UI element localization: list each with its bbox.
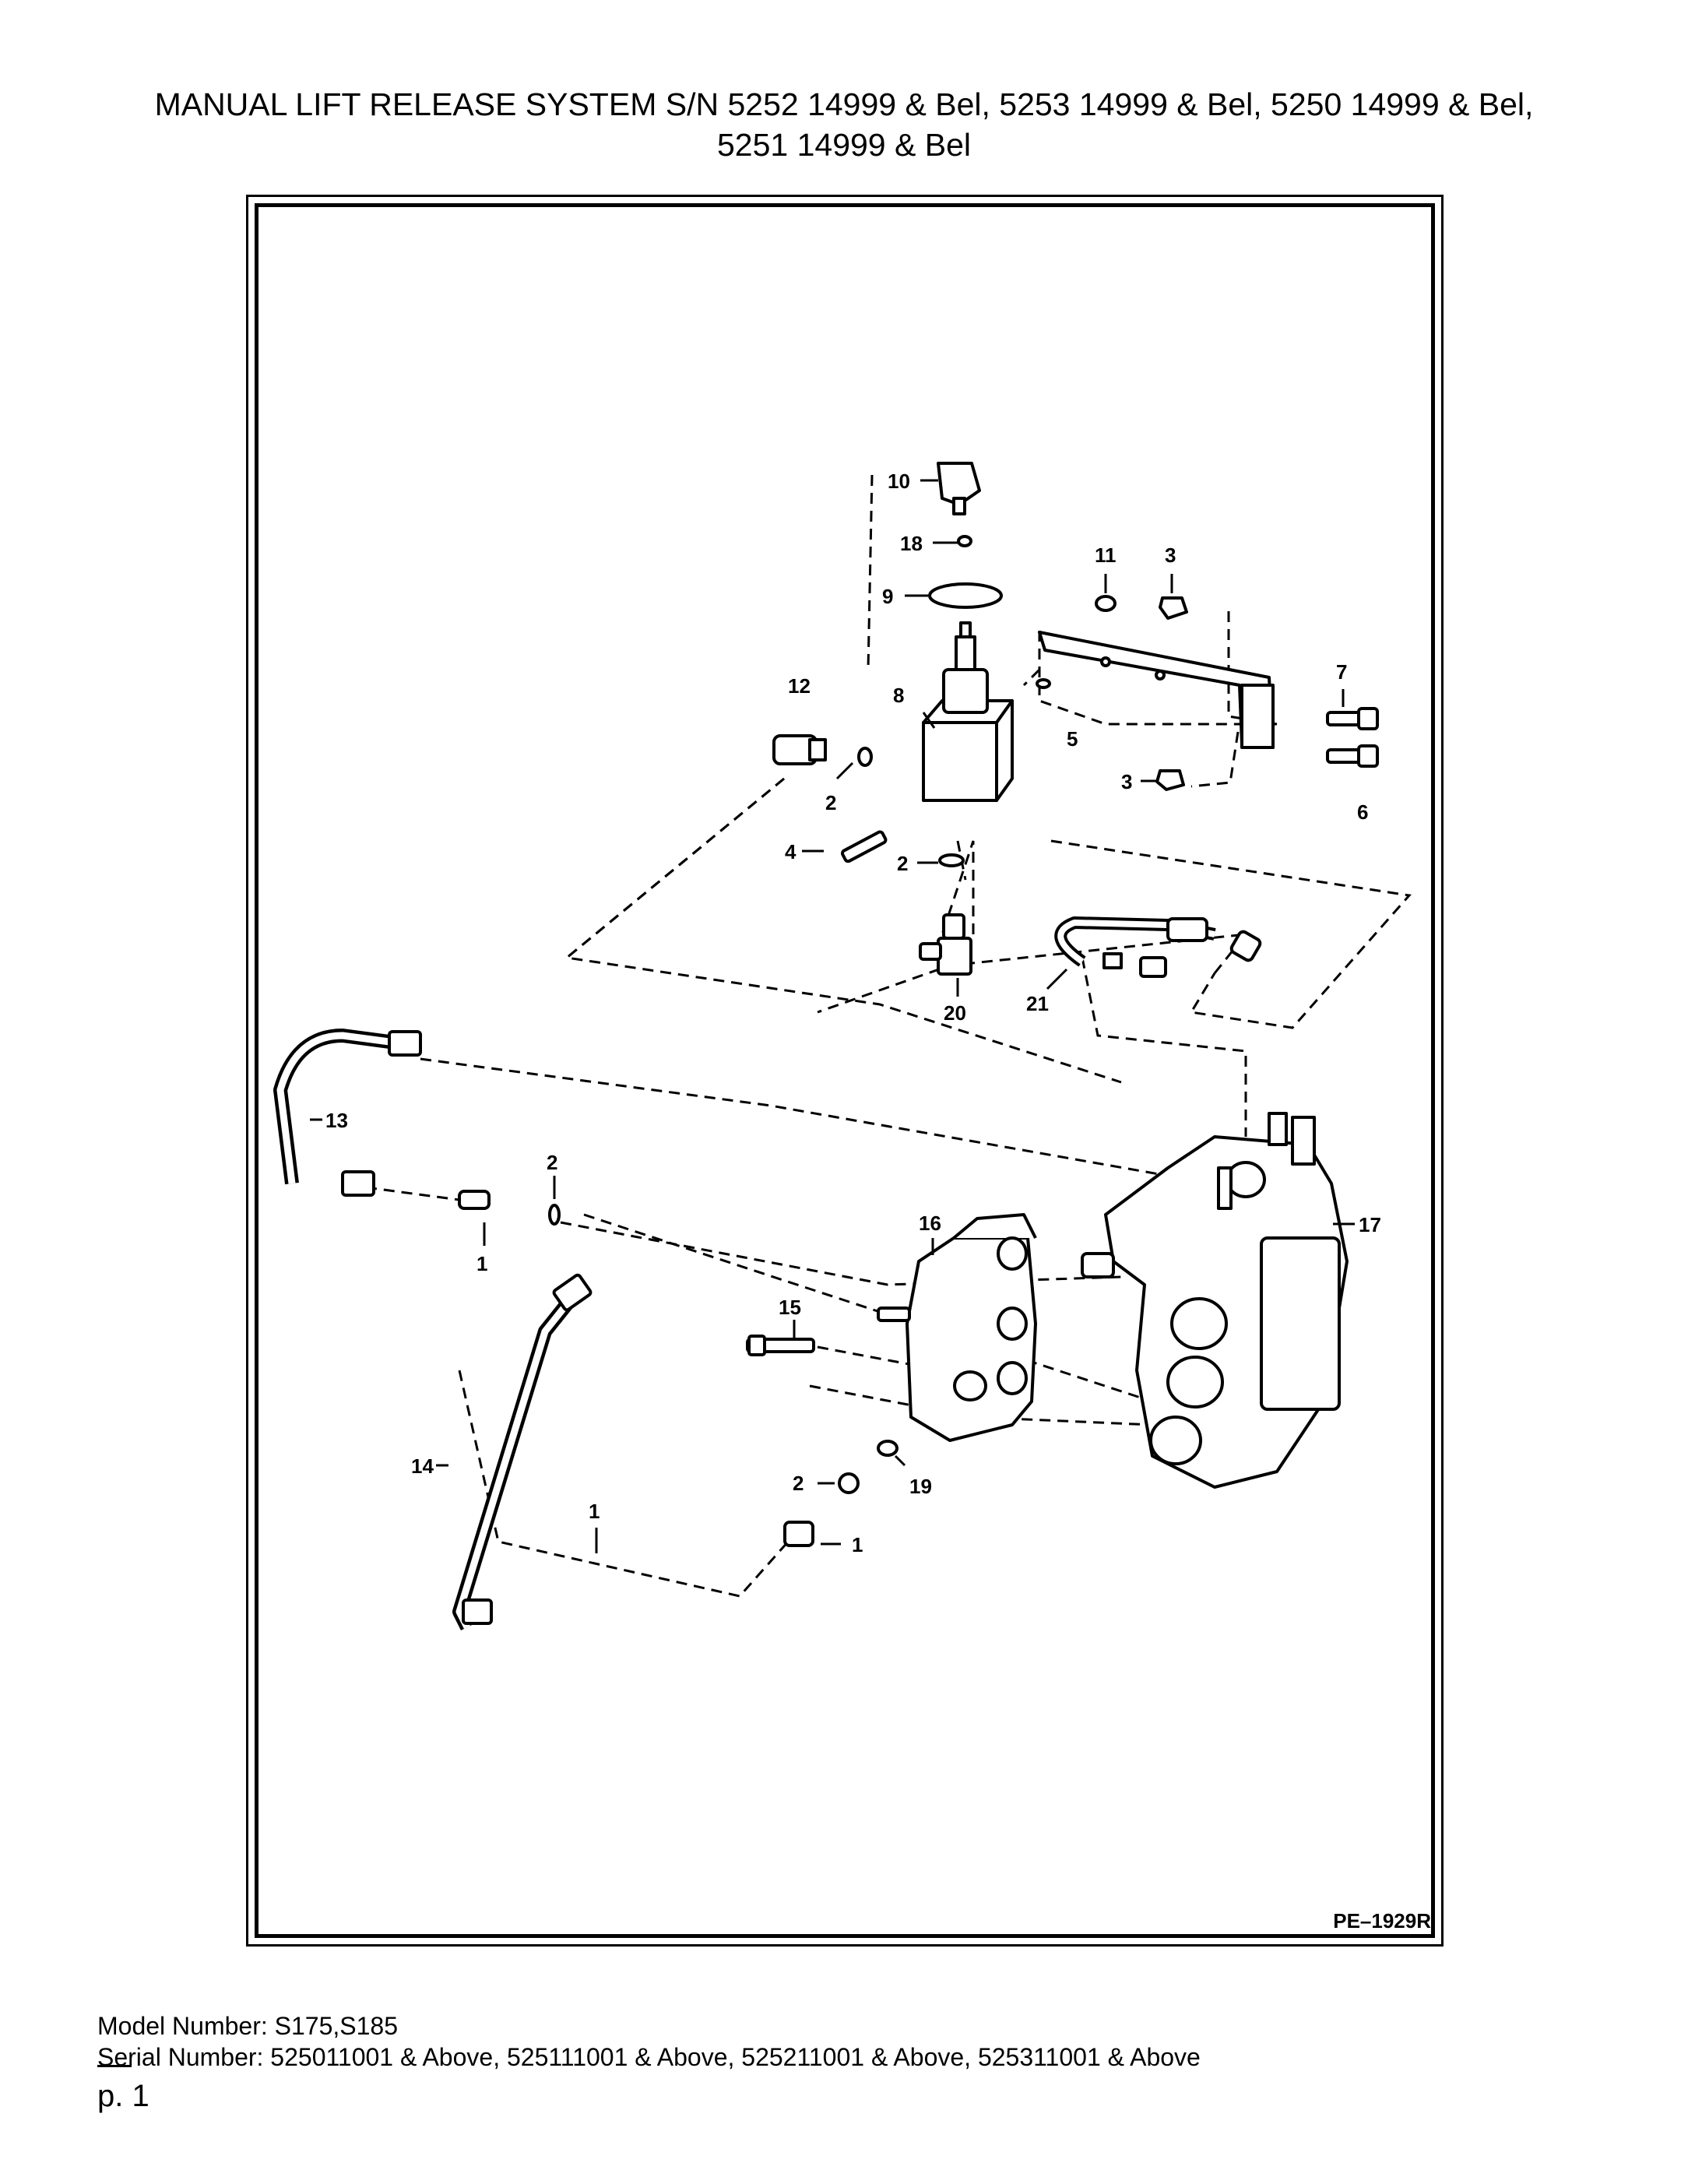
callout-14: 14 [411, 1454, 434, 1478]
callout-15: 15 [779, 1296, 801, 1319]
washer-19 [877, 1440, 899, 1457]
page-title: MANUAL LIFT RELEASE SYSTEM S/N 5252 1499… [0, 84, 1688, 165]
valve-body-8 [922, 721, 998, 802]
nut-11 [1095, 595, 1117, 612]
callout-3-upper: 3 [1165, 543, 1176, 567]
relief-valve-knob [937, 462, 981, 506]
leader-lines [310, 479, 1355, 1553]
callout-10: 10 [888, 470, 910, 493]
nut-3-upper [1159, 596, 1188, 620]
callout-9: 9 [882, 585, 893, 608]
valve-cartridge [942, 668, 989, 714]
fitting-1b [783, 1521, 814, 1547]
ring-18 [957, 535, 972, 547]
footer-divider [97, 2065, 132, 2067]
diagram-frame [246, 195, 1444, 1947]
serial-number: Serial Number: 525011001 & Above, 525111… [97, 2043, 1201, 2071]
callout-20: 20 [944, 1001, 966, 1025]
knob-stem [952, 497, 966, 515]
bolt-4 [840, 830, 888, 863]
callout-2-section: 2 [793, 1472, 804, 1495]
nut-3-lower [1155, 769, 1185, 791]
callout-2-valve: 2 [825, 791, 836, 814]
tube-14 [452, 1288, 582, 1631]
callout-4: 4 [785, 840, 797, 863]
o-ring-2b [938, 853, 965, 867]
callout-13: 13 [325, 1109, 348, 1132]
callout-1-lower: 1 [852, 1533, 863, 1556]
drawing-code: PE–1929R [1333, 1909, 1431, 1933]
callout-21: 21 [1026, 992, 1049, 1015]
model-number: Model Number: S175,S185 [97, 2012, 398, 2040]
title-line-1: MANUAL LIFT RELEASE SYSTEM S/N 5252 1499… [154, 86, 1534, 122]
callout-6: 6 [1357, 800, 1368, 824]
parts-geometry [273, 462, 1379, 1631]
diagram-inner-border [255, 203, 1435, 1938]
callout-18: 18 [900, 532, 923, 555]
callout-2-lower-valve: 2 [897, 852, 908, 875]
tee-fitting-20 [937, 937, 972, 976]
callout-1-bottom: 1 [589, 1500, 600, 1523]
o-ring-2a [857, 747, 873, 767]
callout-3-lower: 3 [1121, 770, 1132, 793]
callout-7: 7 [1336, 660, 1347, 684]
callout-8: 8 [893, 684, 904, 707]
fitting-1a [458, 1190, 491, 1210]
callout-11: 11 [1095, 543, 1117, 567]
callout-5: 5 [1067, 727, 1078, 751]
callout-12: 12 [788, 674, 811, 698]
callout-19: 19 [909, 1475, 932, 1498]
callout-1-upper: 1 [477, 1252, 487, 1275]
o-ring-2d [838, 1472, 860, 1494]
title-line-2: 5251 14999 & Bel [717, 127, 971, 163]
washer-9 [928, 582, 1003, 609]
callout-labels: 10 18 9 8 12 11 3 7 5 2 3 6 4 2 20 21 13… [325, 470, 1381, 1556]
callout-2-tube: 2 [547, 1151, 557, 1174]
page-number: p. 1 [97, 2079, 149, 2113]
callout-16: 16 [919, 1212, 941, 1235]
callout-17: 17 [1359, 1213, 1381, 1236]
o-ring-2c [548, 1204, 561, 1226]
